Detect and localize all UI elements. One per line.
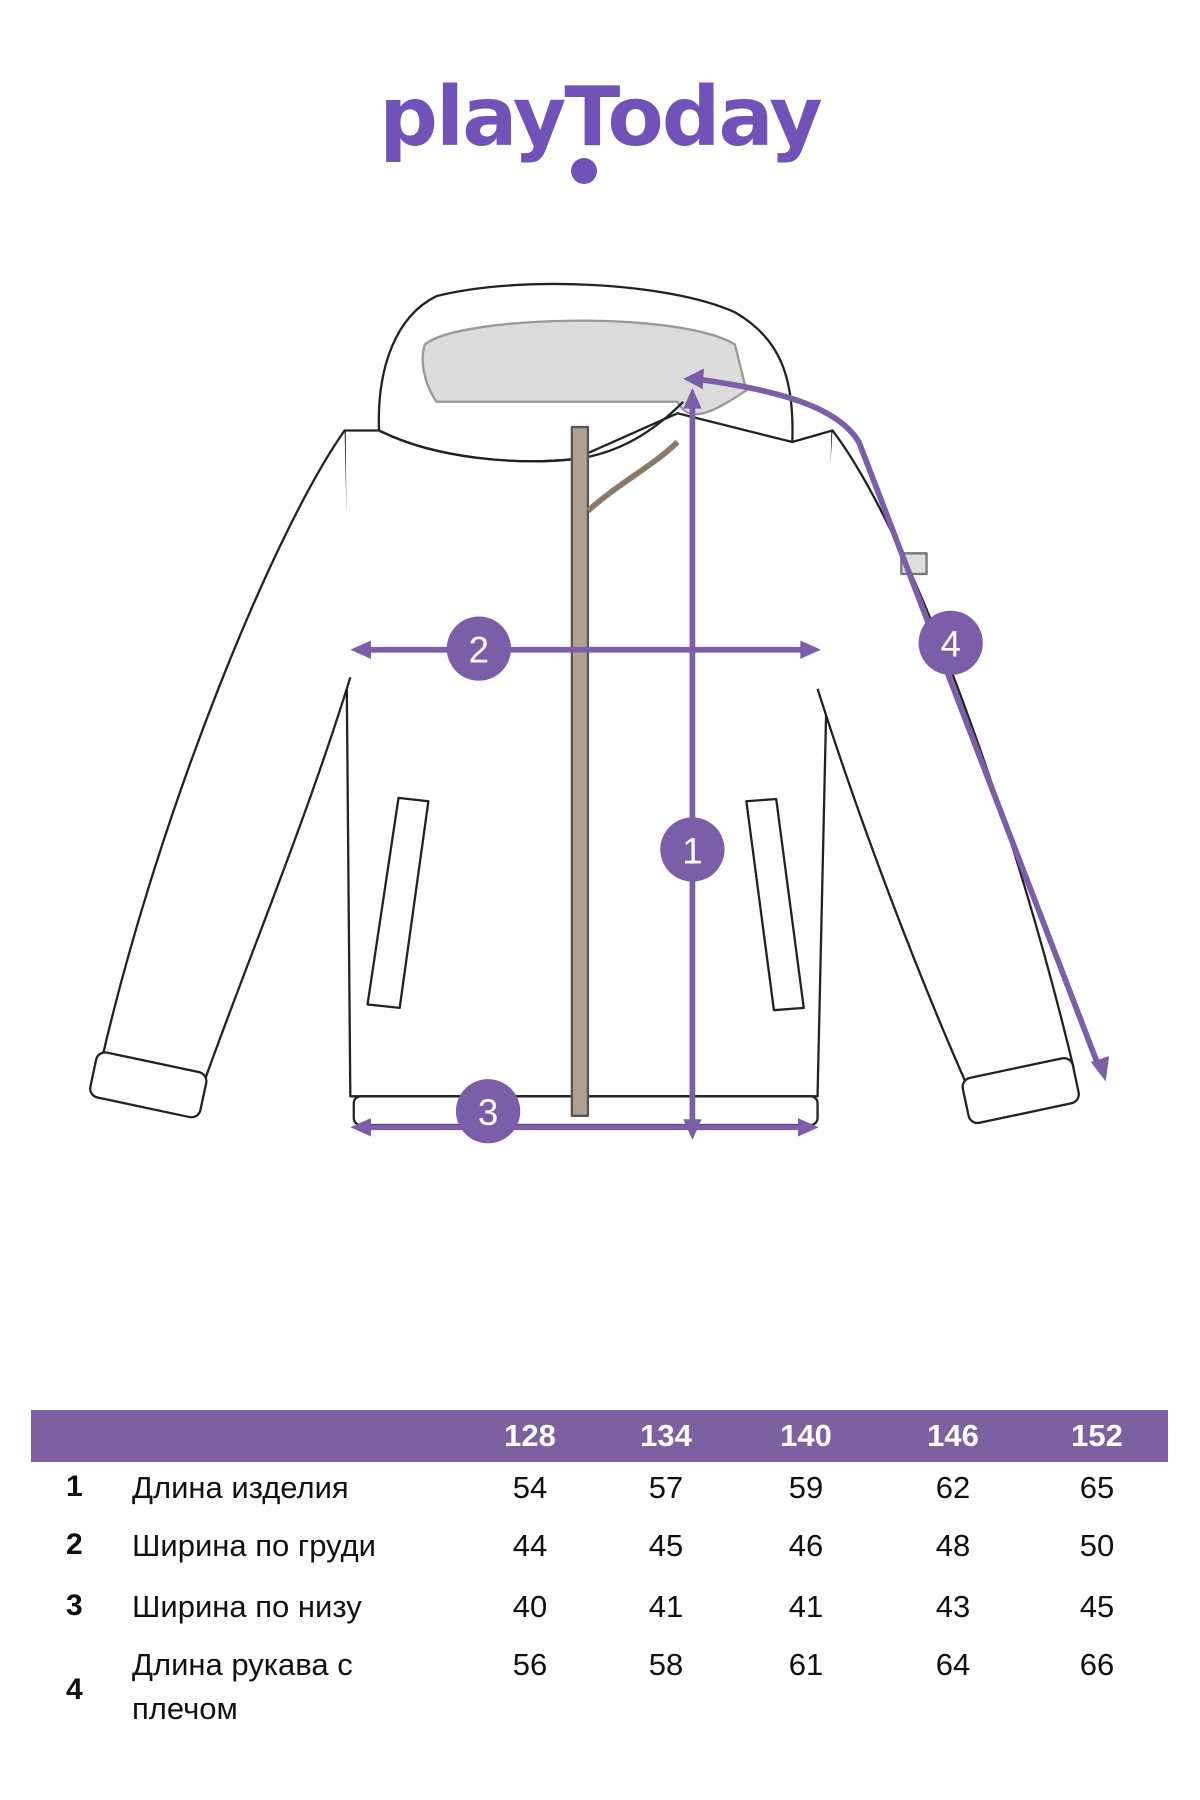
measure-line-4 <box>694 375 1103 1071</box>
arrowhead-1-top <box>683 388 702 409</box>
row-value: 64 <box>935 1647 971 1682</box>
arrowhead-3-right <box>798 1118 819 1137</box>
size-128: 128 <box>504 1418 556 1453</box>
arrowhead-4-end <box>1090 1056 1110 1082</box>
row-number: 3 <box>66 1589 83 1622</box>
size-140: 140 <box>780 1418 832 1453</box>
marker-1-label: 1 <box>682 830 702 871</box>
right-cuff <box>961 1056 1080 1125</box>
arrowheads <box>350 368 1110 1140</box>
logo-dot <box>571 158 597 184</box>
marker-4-label: 4 <box>940 624 960 665</box>
row-number: 2 <box>66 1528 83 1561</box>
row-value: 40 <box>512 1589 548 1624</box>
row-value: 59 <box>788 1470 824 1505</box>
row-value: 45 <box>648 1528 684 1563</box>
row-label: Ширина по груди <box>132 1528 376 1563</box>
marker-3-label: 3 <box>478 1092 498 1133</box>
jacket-outline <box>89 282 1080 1127</box>
row-label: Длина изделия <box>132 1470 349 1505</box>
right-pocket <box>745 797 805 1012</box>
left-cuff <box>89 1051 208 1119</box>
collar <box>378 400 685 463</box>
row-value: 56 <box>512 1647 548 1682</box>
marker-4: 4 <box>918 610 983 675</box>
right-sleeve <box>816 429 1075 1086</box>
left-sleeve <box>100 429 352 1092</box>
hood-lining <box>421 319 748 416</box>
row-label: Ширина по низу <box>132 1589 362 1624</box>
row-value: 62 <box>935 1470 971 1505</box>
arrowhead-2-right <box>800 640 821 659</box>
marker-badges: 1 2 3 4 <box>446 610 983 1144</box>
arrowhead-4-start <box>683 368 704 390</box>
size-header-bar: 128 134 140 146 152 <box>31 1410 1168 1462</box>
marker-2-label: 2 <box>469 629 489 670</box>
marker-1: 1 <box>660 817 725 882</box>
row-label: Длина рукава с плечом <box>132 1647 353 1726</box>
marker-2: 2 <box>446 616 512 681</box>
row-value: 44 <box>512 1528 548 1563</box>
zipper <box>570 425 590 1117</box>
row-value: 43 <box>935 1589 971 1624</box>
size-146: 146 <box>927 1418 979 1453</box>
row-value: 50 <box>1079 1528 1115 1563</box>
arrowhead-3-left <box>350 1118 371 1137</box>
zipper-pull <box>586 439 680 513</box>
row-number: 1 <box>66 1470 83 1503</box>
row-value: 57 <box>648 1470 684 1505</box>
row-value: 66 <box>1079 1647 1115 1682</box>
row-value: 65 <box>1079 1470 1115 1505</box>
logo-text: playToday <box>379 70 822 165</box>
row-value: 45 <box>1079 1589 1115 1624</box>
row-value: 48 <box>935 1528 971 1563</box>
row-value: 41 <box>788 1589 824 1624</box>
left-pocket <box>366 796 430 1010</box>
arrowhead-2-left <box>350 640 371 659</box>
row-value: 58 <box>648 1647 684 1682</box>
marker-3: 3 <box>455 1079 521 1144</box>
row-value: 54 <box>512 1470 548 1505</box>
row-value: 61 <box>788 1647 824 1682</box>
measure-lines <box>360 375 1103 1131</box>
row-number: 4 <box>66 1673 83 1706</box>
row-value: 46 <box>788 1528 824 1563</box>
row-value: 41 <box>648 1589 684 1624</box>
brand-logo: playToday <box>0 70 1200 184</box>
size-152: 152 <box>1071 1418 1123 1453</box>
size-134: 134 <box>640 1418 692 1453</box>
arrowhead-1-bottom <box>683 1119 702 1140</box>
